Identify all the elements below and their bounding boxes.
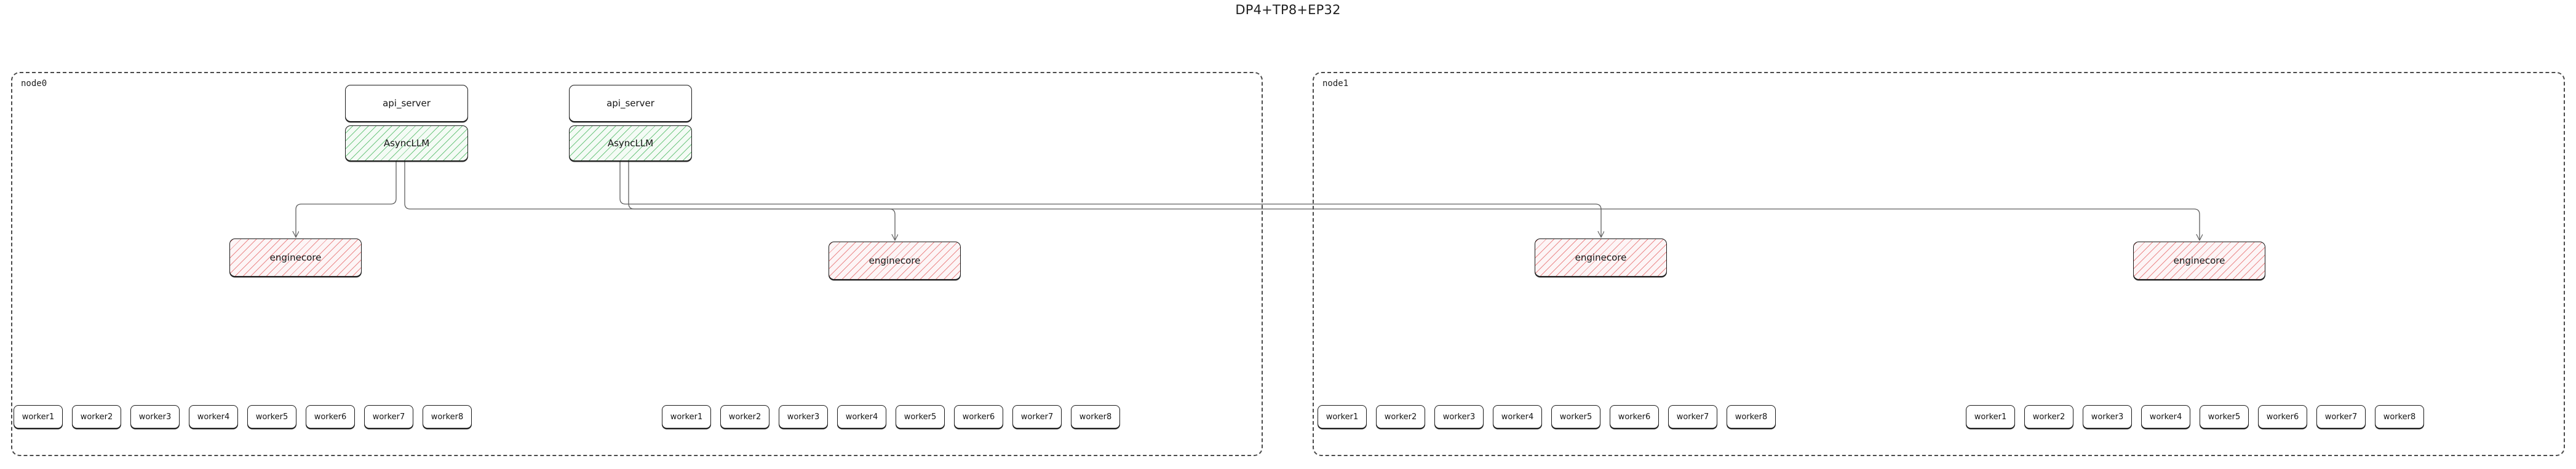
- worker-box-1-0-5[interactable]: worker6: [1610, 405, 1659, 428]
- worker-box-1-1-4-label: worker5: [2208, 412, 2241, 422]
- worker-box-1-0-1-label: worker2: [1384, 412, 1417, 422]
- worker-box-1-1-3-label: worker4: [2149, 412, 2182, 422]
- worker-box-1-1-3[interactable]: worker4: [2141, 405, 2190, 428]
- worker-box-0-0-3-label: worker4: [197, 412, 230, 422]
- asyncllm-box-0-0-label: AsyncLLM: [383, 138, 430, 149]
- node-label-node1: node1: [1322, 79, 1349, 89]
- asyncllm-box-0-0[interactable]: AsyncLLM: [345, 125, 468, 161]
- enginecore-box-1-0[interactable]: enginecore: [1535, 238, 1667, 277]
- worker-box-1-1-4[interactable]: worker5: [2200, 405, 2249, 428]
- worker-box-1-1-2-label: worker3: [2091, 412, 2124, 422]
- worker-box-0-0-1[interactable]: worker2: [72, 405, 121, 428]
- asyncllm-box-0-1[interactable]: AsyncLLM: [569, 125, 692, 161]
- worker-box-0-1-0[interactable]: worker1: [662, 405, 711, 428]
- worker-box-0-0-1-label: worker2: [80, 412, 113, 422]
- worker-box-0-0-5[interactable]: worker6: [306, 405, 355, 428]
- api-server-box-0-0-label: api_server: [383, 98, 431, 109]
- worker-box-1-0-7[interactable]: worker8: [1727, 405, 1776, 428]
- worker-box-0-1-2[interactable]: worker3: [779, 405, 828, 428]
- worker-box-1-0-4-label: worker5: [1559, 412, 1592, 422]
- enginecore-box-0-1[interactable]: enginecore: [829, 242, 961, 280]
- node-group-node1: node1: [1313, 72, 2565, 456]
- worker-box-0-1-5-label: worker6: [962, 412, 995, 422]
- worker-box-0-1-7[interactable]: worker8: [1071, 405, 1120, 428]
- worker-box-1-1-7[interactable]: worker8: [2375, 405, 2424, 428]
- worker-box-0-1-4[interactable]: worker5: [896, 405, 945, 428]
- enginecore-box-1-0-label: enginecore: [1575, 252, 1627, 263]
- enginecore-box-0-1-label: enginecore: [869, 255, 921, 266]
- node-label-node0: node0: [21, 79, 47, 89]
- worker-box-1-0-7-label: worker8: [1735, 412, 1768, 422]
- worker-box-1-0-0-label: worker1: [1326, 412, 1359, 422]
- worker-box-0-1-7-label: worker8: [1079, 412, 1112, 422]
- worker-box-0-1-6[interactable]: worker7: [1012, 405, 1062, 428]
- worker-box-0-1-6-label: worker7: [1020, 412, 1054, 422]
- worker-box-0-0-2-label: worker3: [138, 412, 172, 422]
- enginecore-box-0-0-label: enginecore: [269, 252, 322, 263]
- worker-box-1-1-0-label: worker1: [1974, 412, 2007, 422]
- worker-box-0-0-6[interactable]: worker7: [364, 405, 413, 428]
- worker-box-1-0-6-label: worker7: [1676, 412, 1709, 422]
- worker-box-0-0-3[interactable]: worker4: [189, 405, 238, 428]
- worker-box-1-1-2[interactable]: worker3: [2083, 405, 2132, 428]
- worker-box-1-1-6[interactable]: worker7: [2316, 405, 2366, 428]
- worker-box-0-0-6-label: worker7: [372, 412, 405, 422]
- worker-box-0-0-0-label: worker1: [22, 412, 55, 422]
- worker-box-0-1-4-label: worker5: [904, 412, 937, 422]
- enginecore-box-0-0[interactable]: enginecore: [229, 238, 362, 277]
- worker-box-0-0-7-label: worker8: [431, 412, 464, 422]
- worker-box-0-0-0[interactable]: worker1: [14, 405, 63, 428]
- worker-box-1-1-1-label: worker2: [2032, 412, 2065, 422]
- worker-box-1-1-6-label: worker7: [2324, 412, 2358, 422]
- worker-box-1-0-6[interactable]: worker7: [1668, 405, 1717, 428]
- worker-box-0-1-0-label: worker1: [670, 412, 703, 422]
- asyncllm-box-0-1-label: AsyncLLM: [607, 138, 654, 149]
- worker-box-0-0-4-label: worker5: [255, 412, 288, 422]
- worker-box-1-1-0[interactable]: worker1: [1966, 405, 2015, 428]
- worker-box-1-0-4[interactable]: worker5: [1551, 405, 1600, 428]
- worker-box-1-1-5-label: worker6: [2266, 412, 2299, 422]
- worker-box-1-0-2-label: worker3: [1442, 412, 1476, 422]
- worker-box-1-0-5-label: worker6: [1618, 412, 1651, 422]
- enginecore-box-1-1-label: enginecore: [2173, 255, 2225, 266]
- node-group-node0: node0: [11, 72, 1263, 456]
- worker-box-0-1-5[interactable]: worker6: [954, 405, 1003, 428]
- worker-box-1-0-1[interactable]: worker2: [1376, 405, 1425, 428]
- worker-box-1-0-2[interactable]: worker3: [1434, 405, 1484, 428]
- worker-box-0-1-1[interactable]: worker2: [720, 405, 769, 428]
- enginecore-box-1-1[interactable]: enginecore: [2133, 242, 2265, 280]
- worker-box-0-1-3-label: worker4: [845, 412, 878, 422]
- worker-box-1-1-1[interactable]: worker2: [2024, 405, 2073, 428]
- page-title: DP4+TP8+EP32: [1235, 2, 1341, 17]
- worker-box-0-0-2[interactable]: worker3: [130, 405, 180, 428]
- worker-box-1-0-3[interactable]: worker4: [1493, 405, 1542, 428]
- worker-box-0-0-4[interactable]: worker5: [247, 405, 296, 428]
- api-server-box-0-1[interactable]: api_server: [569, 85, 692, 122]
- worker-box-1-1-7-label: worker8: [2383, 412, 2416, 422]
- worker-box-1-1-5[interactable]: worker6: [2258, 405, 2307, 428]
- worker-box-0-0-5-label: worker6: [314, 412, 347, 422]
- worker-box-1-0-3-label: worker4: [1501, 412, 1534, 422]
- worker-box-0-1-2-label: worker3: [787, 412, 820, 422]
- worker-box-0-1-1-label: worker2: [728, 412, 761, 422]
- worker-box-0-1-3[interactable]: worker4: [837, 405, 886, 428]
- api-server-box-0-0[interactable]: api_server: [345, 85, 468, 122]
- api-server-box-0-1-label: api_server: [606, 98, 654, 109]
- worker-box-1-0-0[interactable]: worker1: [1318, 405, 1367, 428]
- worker-box-0-0-7[interactable]: worker8: [423, 405, 472, 428]
